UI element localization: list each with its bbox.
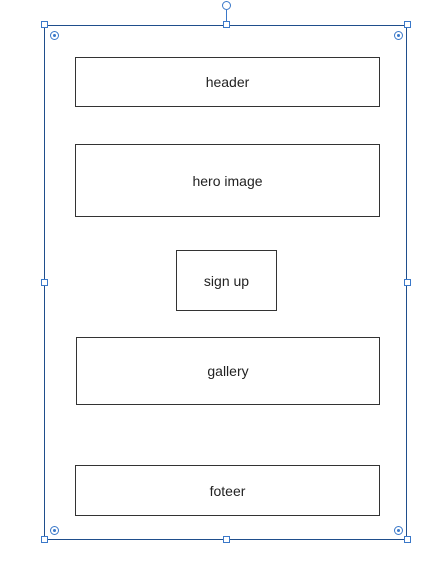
corner-pin-icon[interactable] <box>50 31 59 40</box>
sign-up-block[interactable]: sign up <box>176 250 277 311</box>
gallery-block-label: gallery <box>207 363 249 379</box>
footer-block[interactable]: foteer <box>75 465 380 516</box>
hero-image-block-label: hero image <box>192 172 263 189</box>
resize-handle-top[interactable] <box>223 21 230 28</box>
hero-image-block[interactable]: hero image <box>75 144 380 217</box>
rotate-handle[interactable] <box>222 1 231 10</box>
resize-handle-bottom[interactable] <box>223 536 230 543</box>
resize-handle-left[interactable] <box>41 279 48 286</box>
header-block-label: header <box>205 74 250 90</box>
corner-pin-icon[interactable] <box>394 31 403 40</box>
sign-up-block-label: sign up <box>203 272 250 289</box>
resize-handle-right[interactable] <box>404 279 411 286</box>
rotate-handle-stem <box>226 10 227 22</box>
corner-pin-icon[interactable] <box>394 526 403 535</box>
footer-block-label: foteer <box>209 482 246 499</box>
resize-handle-top-right[interactable] <box>404 21 411 28</box>
corner-pin-icon[interactable] <box>50 526 59 535</box>
gallery-block[interactable]: gallery <box>76 337 380 405</box>
resize-handle-bottom-right[interactable] <box>404 536 411 543</box>
header-block[interactable]: header <box>75 57 380 107</box>
resize-handle-top-left[interactable] <box>41 21 48 28</box>
resize-handle-bottom-left[interactable] <box>41 536 48 543</box>
